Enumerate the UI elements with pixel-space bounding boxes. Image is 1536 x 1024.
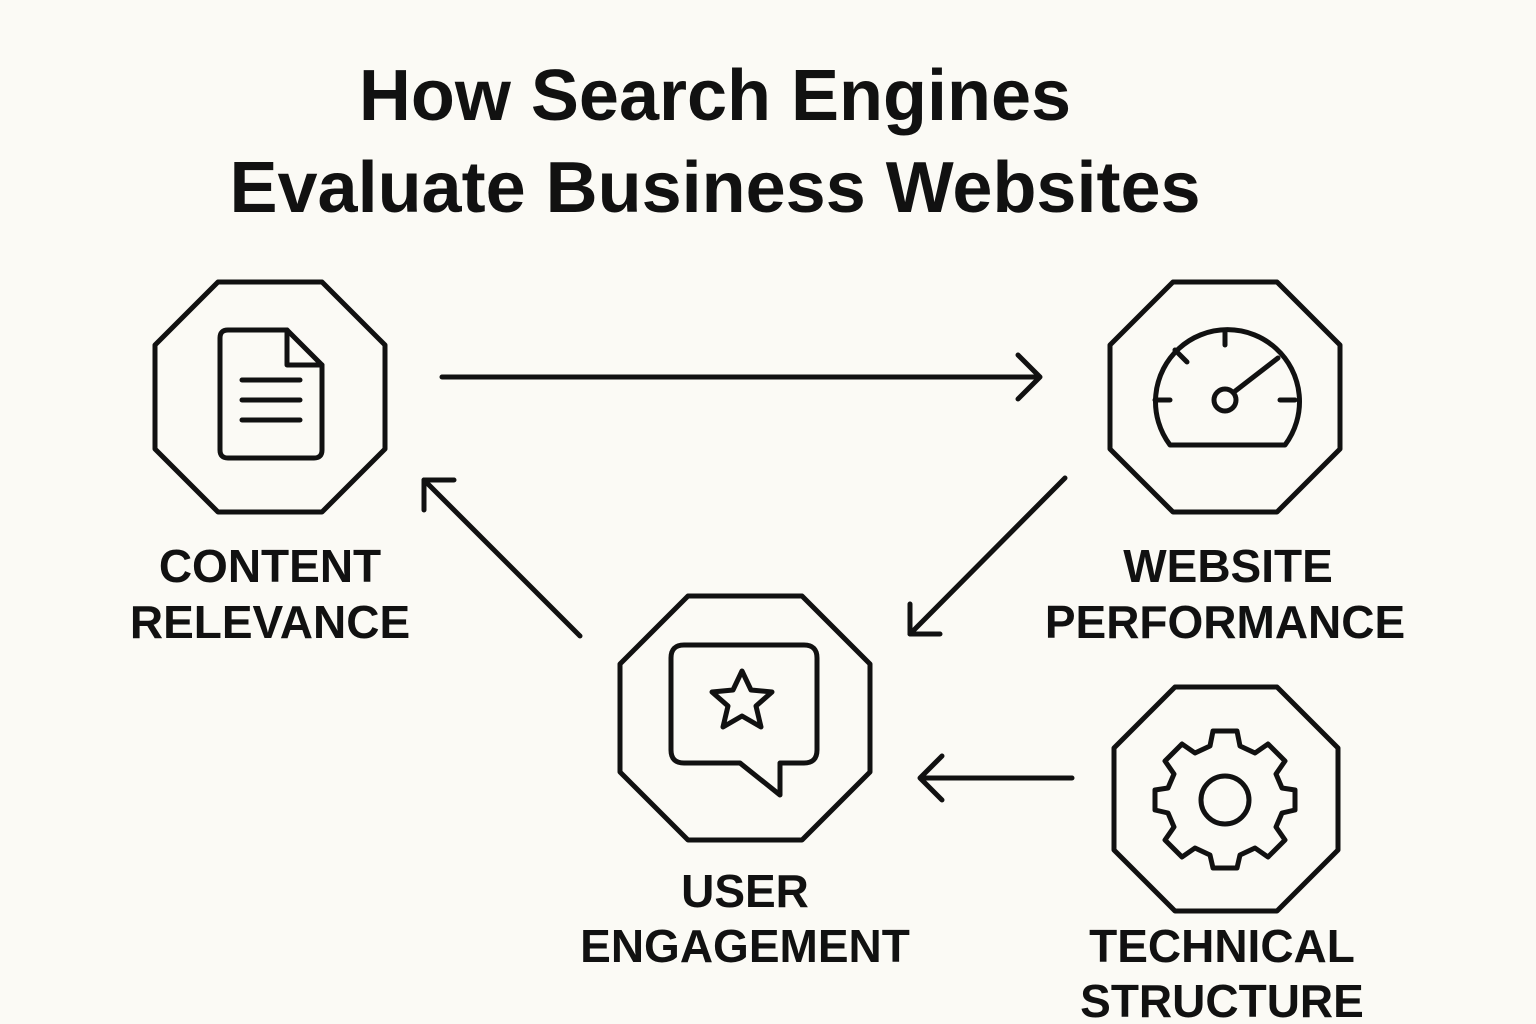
arrow-technical-to-engagement: [917, 753, 1075, 803]
arrow-engagement-to-content: [421, 477, 583, 639]
node-technical-structure: TECHNICAL STRUCTURE: [1080, 684, 1364, 1024]
node-content-relevance: CONTENT RELEVANCE: [130, 279, 410, 648]
gear-icon: [1152, 728, 1298, 871]
label-content: CONTENT: [159, 540, 381, 592]
label-website: WEBSITE: [1123, 540, 1333, 592]
speedometer-icon: [1152, 327, 1302, 448]
title-line-2: Evaluate Business Websites: [229, 148, 1200, 228]
label-relevance: RELEVANCE: [130, 596, 410, 648]
node-user-engagement: USER ENGAGEMENT: [580, 593, 910, 972]
arrow-content-to-performance: [439, 352, 1043, 402]
chat-star-icon: [668, 642, 820, 798]
label-technical: TECHNICAL: [1089, 920, 1355, 972]
title-line-1: How Search Engines: [359, 56, 1071, 136]
label-engagement: ENGAGEMENT: [580, 920, 910, 972]
label-user: USER: [681, 865, 809, 917]
node-website-performance: WEBSITE PERFORMANCE: [1045, 279, 1405, 648]
label-structure: STRUCTURE: [1080, 975, 1364, 1024]
arrow-performance-to-engagement: [907, 475, 1068, 637]
label-performance: PERFORMANCE: [1045, 596, 1405, 648]
document-icon: [217, 327, 325, 461]
